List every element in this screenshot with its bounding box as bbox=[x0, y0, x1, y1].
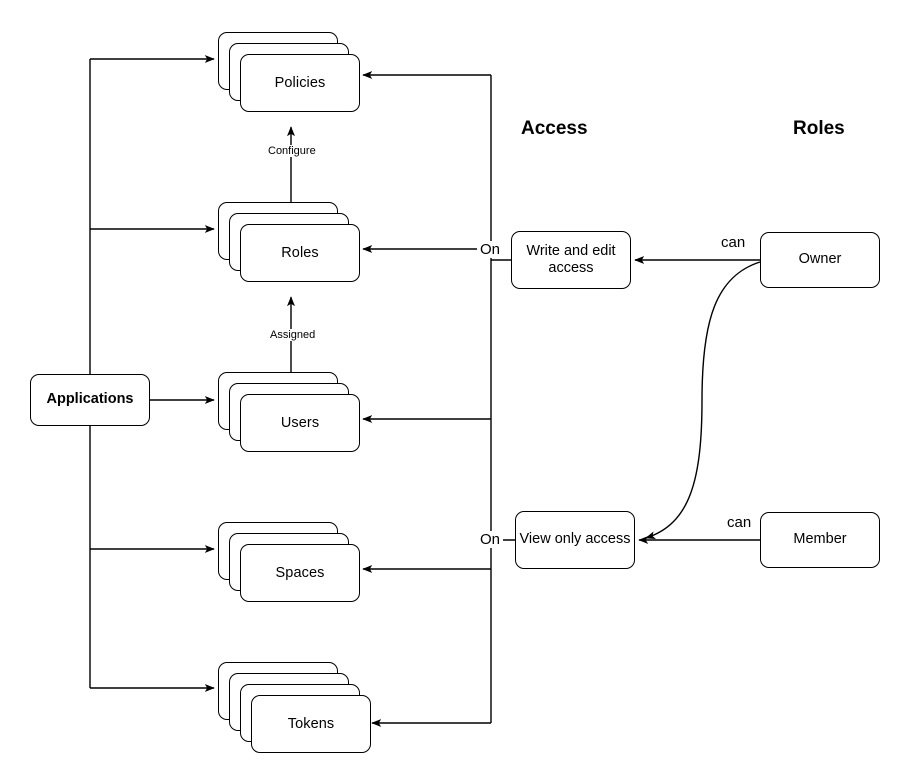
node-roles-resource-label: Roles bbox=[281, 244, 319, 261]
edge-label-on-upper-text: On bbox=[480, 241, 501, 258]
edge-label-on-upper: On bbox=[477, 241, 504, 258]
node-tokens[interactable]: Tokens bbox=[218, 662, 371, 754]
edge-label-can-owner-text: can bbox=[721, 234, 746, 251]
policies-card-front: Policies bbox=[240, 54, 360, 112]
column-header-roles: Roles bbox=[793, 118, 845, 140]
node-member[interactable]: Member bbox=[760, 512, 880, 568]
edge-label-on-lower: On bbox=[477, 531, 504, 548]
node-users-label: Users bbox=[280, 414, 320, 431]
node-view-only-access[interactable]: View only access bbox=[515, 511, 635, 569]
node-spaces[interactable]: Spaces bbox=[218, 522, 360, 602]
roles-card-front: Roles bbox=[240, 224, 360, 282]
node-member-label: Member bbox=[793, 531, 847, 548]
node-write-and-edit-access-label: Write and edit access bbox=[526, 242, 616, 276]
edge-label-configure: Configure bbox=[265, 145, 319, 157]
edge-label-can-member: can bbox=[724, 514, 755, 531]
node-owner-label: Owner bbox=[798, 251, 842, 268]
edge-label-on-lower-text: On bbox=[480, 531, 501, 548]
node-view-only-access-label: View only access bbox=[519, 531, 631, 548]
spaces-card-front: Spaces bbox=[240, 544, 360, 602]
node-roles-resource[interactable]: Roles bbox=[218, 202, 360, 282]
column-header-roles-label: Roles bbox=[793, 118, 845, 139]
node-tokens-label: Tokens bbox=[287, 715, 335, 732]
edge-owner-view-only bbox=[645, 261, 761, 540]
edge-label-can-owner: can bbox=[718, 234, 749, 251]
users-card-front: Users bbox=[240, 394, 360, 452]
edge-label-assigned-text: Assigned bbox=[270, 329, 316, 341]
node-owner[interactable]: Owner bbox=[760, 232, 880, 288]
tokens-card-front: Tokens bbox=[251, 695, 371, 753]
node-users[interactable]: Users bbox=[218, 372, 360, 452]
node-spaces-label: Spaces bbox=[275, 564, 325, 581]
node-policies[interactable]: Policies bbox=[218, 32, 360, 112]
column-header-access-label: Access bbox=[521, 118, 588, 139]
column-header-access: Access bbox=[521, 118, 588, 140]
edge-label-assigned: Assigned bbox=[267, 329, 319, 341]
node-applications[interactable]: Applications bbox=[30, 374, 150, 426]
edge-label-configure-text: Configure bbox=[268, 145, 316, 157]
node-policies-label: Policies bbox=[274, 74, 326, 91]
node-applications-label: Applications bbox=[46, 391, 134, 408]
edge-label-can-member-text: can bbox=[727, 514, 752, 531]
node-write-and-edit-access[interactable]: Write and edit access bbox=[511, 231, 631, 289]
